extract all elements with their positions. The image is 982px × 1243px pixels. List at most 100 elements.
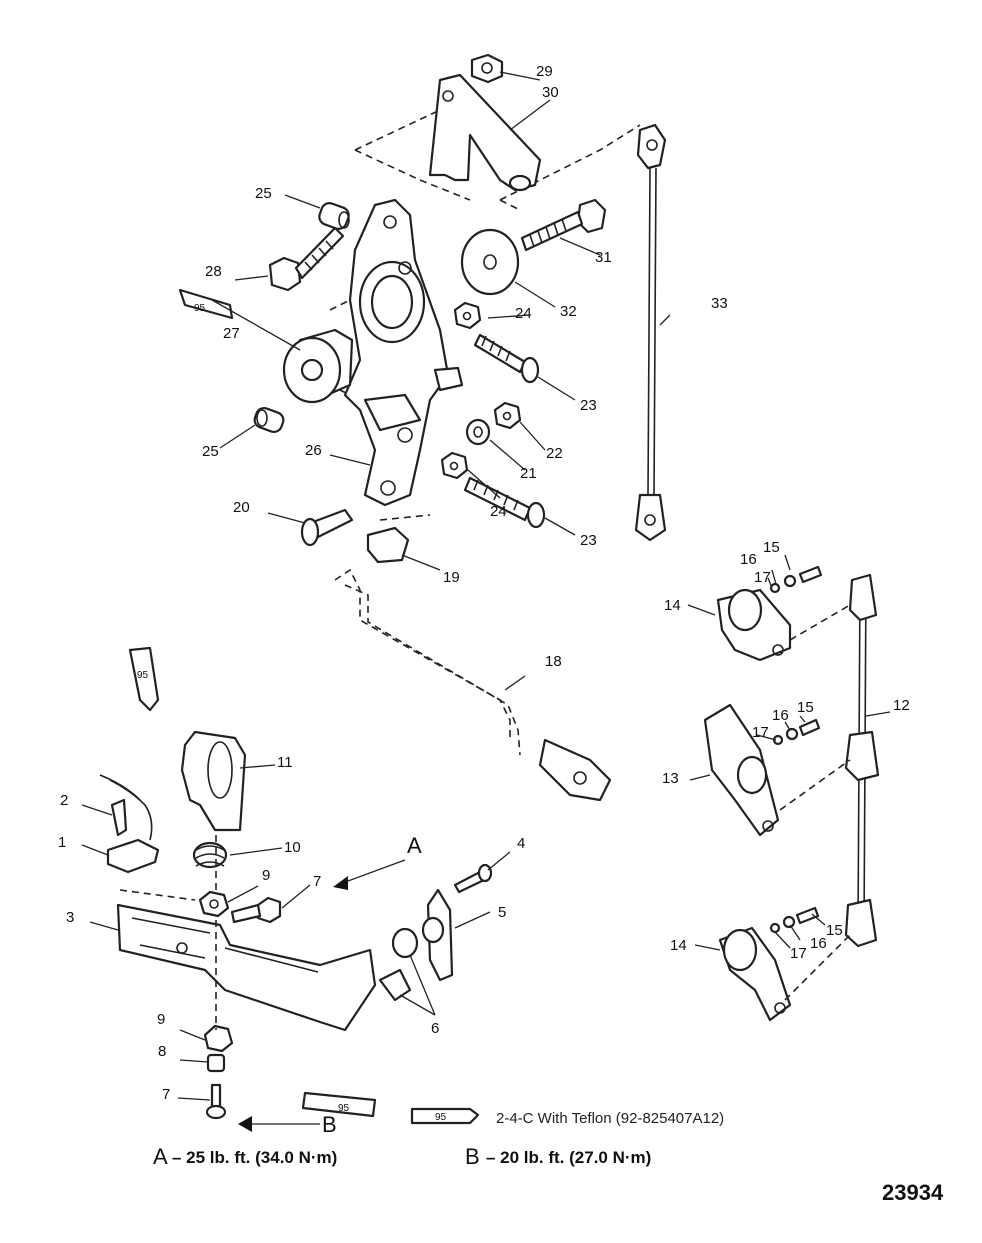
callout-16-middle: 16 xyxy=(772,707,789,724)
part-23-screw-upper xyxy=(473,333,540,384)
part-11-guide xyxy=(180,730,247,832)
torque-arrow-b xyxy=(238,1116,320,1132)
callout-24-lower: 24 xyxy=(490,503,507,520)
callout-31: 31 xyxy=(595,249,612,266)
part-25-sleeve-upper xyxy=(318,202,350,230)
torque-arrow-a xyxy=(333,859,406,890)
callout-11: 11 xyxy=(277,754,293,771)
part-18-linkage-bar xyxy=(334,568,612,802)
callout-15-upper: 15 xyxy=(763,539,780,556)
part-23-screw-lower xyxy=(463,476,546,529)
hardware-15-16-17-upper xyxy=(769,565,823,594)
callout-1: 1 xyxy=(58,834,66,851)
sealant-tube-upper: 95 xyxy=(178,288,234,320)
part-2-screw xyxy=(110,798,128,837)
part-4-screw xyxy=(453,863,493,894)
part-9-nut-lower xyxy=(203,1024,234,1053)
callout-27: 27 xyxy=(223,325,240,342)
part-32-washer xyxy=(460,228,520,296)
part-7-bolt-lower xyxy=(205,1083,227,1120)
callout-23-upper: 23 xyxy=(580,397,597,414)
callout-17-middle: 17 xyxy=(752,724,769,741)
callout-32: 32 xyxy=(560,303,577,320)
torque-b-key: B xyxy=(465,1144,480,1169)
callout-7-lower: 7 xyxy=(162,1086,170,1103)
sealant-tube-lower-left: 95 xyxy=(128,646,160,712)
part-10-spring xyxy=(192,841,228,869)
figure-number: 23934 xyxy=(882,1180,944,1205)
callout-5: 5 xyxy=(498,904,506,921)
part-21-washer xyxy=(465,418,491,446)
part-14-lever-upper xyxy=(716,588,792,662)
part-22-nut xyxy=(493,401,522,430)
arrow-label-a: A xyxy=(407,833,422,858)
part-33-link-rod xyxy=(634,123,667,542)
part-26-throttle-lever xyxy=(343,198,464,507)
part-1-switch xyxy=(99,774,160,874)
part-30-bracket xyxy=(428,73,542,192)
callout-28: 28 xyxy=(205,263,222,280)
part-7-bolt-upper xyxy=(230,896,282,924)
torque-a-value: – 25 lb. ft. (34.0 N·m) xyxy=(172,1148,337,1167)
callout-15-lower: 15 xyxy=(826,922,843,939)
part-9-nut-upper xyxy=(198,890,230,918)
part-24-nut-lower xyxy=(440,451,469,480)
torque-a-key: A xyxy=(153,1144,168,1169)
callout-16-upper: 16 xyxy=(740,551,757,568)
callout-4: 4 xyxy=(517,835,525,852)
svg-text:95: 95 xyxy=(194,303,206,314)
callout-9-upper: 9 xyxy=(262,867,270,884)
callout-17-upper: 17 xyxy=(754,569,771,586)
callout-25-upper: 25 xyxy=(255,185,272,202)
callout-29: 29 xyxy=(536,63,553,80)
part-5-plate xyxy=(421,888,454,982)
callout-12: 12 xyxy=(893,697,910,714)
callout-9-lower: 9 xyxy=(157,1011,165,1028)
callout-33: 33 xyxy=(711,295,728,312)
sealant-tube-bottom: 95 xyxy=(301,1091,377,1118)
callout-8: 8 xyxy=(158,1043,166,1060)
part-13-lever-middle xyxy=(703,703,780,837)
hardware-15-16-17-middle xyxy=(772,718,821,746)
part-6-bushings xyxy=(378,927,419,1002)
callout-6: 6 xyxy=(431,1020,439,1037)
callout-23-lower: 23 xyxy=(580,532,597,549)
part-8-spacer xyxy=(206,1053,226,1073)
callout-16-lower: 16 xyxy=(810,935,827,952)
svg-text:95: 95 xyxy=(435,1112,447,1123)
torque-b-value: – 20 lb. ft. (27.0 N·m) xyxy=(486,1148,651,1167)
callout-25-lower: 25 xyxy=(202,443,219,460)
callout-30: 30 xyxy=(542,84,559,101)
callout-26: 26 xyxy=(305,442,322,459)
callout-20: 20 xyxy=(233,499,250,516)
part-28-bolt xyxy=(268,226,345,292)
callout-17-lower: 17 xyxy=(790,945,807,962)
part-27-bushing xyxy=(282,328,354,404)
part-31-bolt xyxy=(520,198,607,252)
arrow-label-b: B xyxy=(322,1112,337,1137)
callout-22: 22 xyxy=(546,445,563,462)
part-3-base-plate xyxy=(116,903,377,1032)
part-12-rod xyxy=(844,573,880,948)
callout-14-upper: 14 xyxy=(664,597,681,614)
part-14-lever-lower xyxy=(718,926,792,1022)
callout-10: 10 xyxy=(284,839,301,856)
callout-3: 3 xyxy=(66,909,74,926)
callout-21: 21 xyxy=(520,465,537,482)
callout-7-upper: 7 xyxy=(313,873,321,890)
part-29-nut xyxy=(470,53,504,84)
sealant-note: 2-4-C With Teflon (92-825407A12) xyxy=(496,1110,724,1127)
hardware-15-16-17-lower xyxy=(769,906,820,934)
callout-18: 18 xyxy=(545,653,562,670)
part-20-pin xyxy=(300,508,354,547)
part-19-clip xyxy=(366,526,410,564)
callout-14-lower: 14 xyxy=(670,937,687,954)
svg-text:95: 95 xyxy=(137,670,149,681)
callout-24-upper: 24 xyxy=(515,305,532,322)
sealant-tube-legend: 95 xyxy=(410,1107,480,1125)
svg-text:95: 95 xyxy=(338,1103,350,1114)
part-24-nut-upper xyxy=(453,301,482,330)
callout-19: 19 xyxy=(443,569,460,586)
callout-13: 13 xyxy=(662,770,679,787)
